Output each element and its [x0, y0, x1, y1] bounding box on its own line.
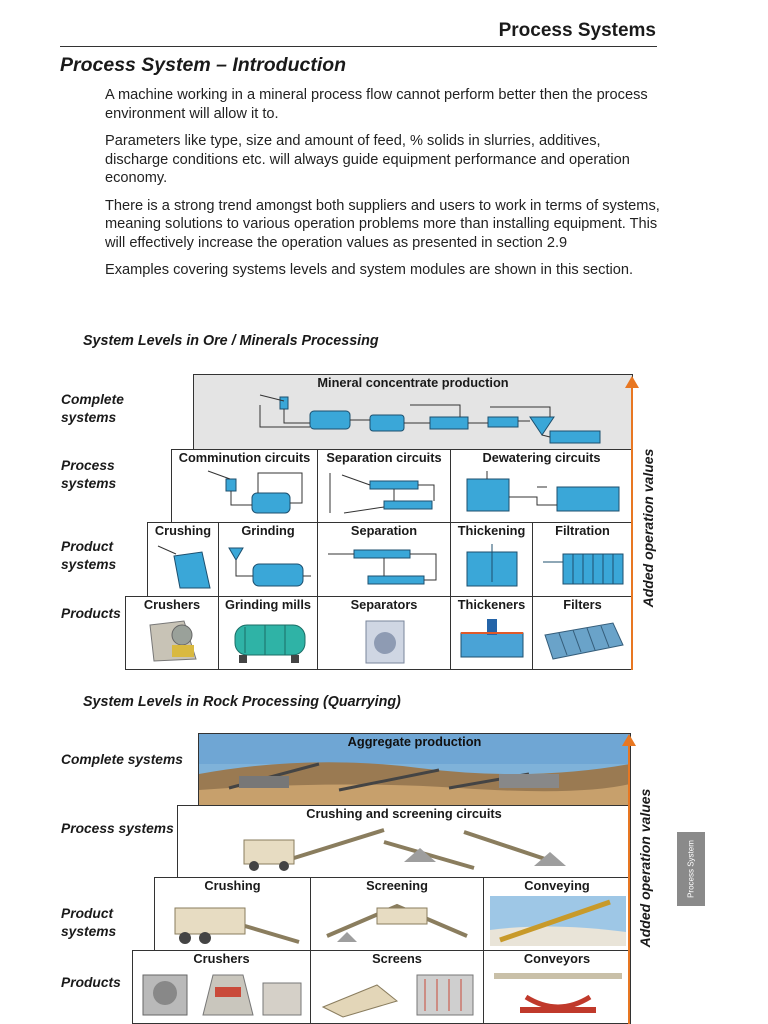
rock-level-complete: Complete systems	[61, 752, 183, 767]
rock-value-arrow	[628, 746, 630, 1024]
header-rule	[60, 46, 657, 47]
chapter-tab: Process System	[677, 832, 705, 906]
separation-circuit-icon	[329, 473, 435, 514]
grinding-mill-photo-icon	[234, 624, 306, 663]
rock-product-conveying: Conveying	[483, 877, 631, 951]
cell-label: Thickening	[457, 523, 526, 538]
ore-axis-label: Added operation values	[640, 448, 656, 608]
cell-label: Screens	[372, 951, 422, 966]
cell-label: Thickeners	[457, 597, 526, 612]
ore-complete-system: Mineral concentrate production	[193, 374, 633, 450]
ore-products-thickeners: Thickeners	[450, 596, 533, 670]
cell-label: Comminution circuits	[178, 450, 311, 465]
crushing-screening-circuit-icon	[243, 828, 566, 871]
ore-product-filtration: Filtration	[532, 522, 633, 597]
ore-complete-label: Mineral concentrate production	[317, 375, 509, 390]
ore-level-process: Process systems	[61, 458, 117, 491]
cell-label: Conveying	[524, 878, 590, 893]
screens-photo-icon	[321, 974, 474, 1018]
ore-products-filters: Filters	[532, 596, 633, 670]
cell-label: Crushers	[143, 597, 201, 612]
rock-products-screens: Screens	[310, 950, 484, 1024]
rock-level-products: Products	[61, 975, 121, 990]
ore-product-grinding: Grinding	[218, 522, 318, 597]
conveyors-photo-icon	[494, 973, 622, 1013]
filter-press-icon	[543, 553, 624, 585]
ore-level-product: Product systems	[61, 539, 117, 572]
cell-label: Crushing and screening circuits	[306, 806, 502, 821]
cell-label: Crushers	[193, 951, 250, 966]
cell-label: Separation circuits	[326, 450, 442, 465]
dewatering-circuit-icon	[466, 471, 620, 512]
conveyor-photo-icon	[490, 896, 626, 946]
grinding-mill-icon	[228, 547, 311, 587]
arrow-up-icon	[625, 376, 639, 388]
ore-product-separation: Separation	[317, 522, 451, 597]
rock-product-crushing: Crushing	[154, 877, 311, 951]
mobile-screen-icon	[326, 903, 468, 942]
jaw-crusher-icon	[157, 545, 211, 589]
separator-photo-icon	[365, 620, 405, 664]
comminution-circuit-icon	[207, 470, 303, 514]
cell-label: Dewatering circuits	[482, 450, 601, 465]
rock-product-screening: Screening	[310, 877, 484, 951]
ore-process-separation: Separation circuits	[317, 449, 451, 524]
cell-label: Filtration	[555, 523, 610, 538]
rock-level-product: Product systems	[61, 906, 117, 939]
ore-level-products: Products	[61, 606, 121, 621]
cell-label: Grinding	[241, 523, 295, 538]
chapter-tab-label: Process System	[686, 840, 696, 898]
rock-diagram-title: System Levels in Rock Processing (Quarry…	[83, 694, 401, 710]
paragraph: Parameters like type, size and amount of…	[105, 133, 630, 186]
rock-process-system: Crushing and screening circuits	[177, 805, 631, 879]
rock-axis-label: Added operation values	[637, 788, 653, 948]
section-title: Process System – Introduction	[60, 54, 347, 76]
cell-label: Separators	[350, 597, 418, 612]
paragraph: A machine working in a mineral process f…	[105, 87, 648, 122]
cell-label: Grinding mills	[224, 597, 312, 612]
ore-diagram-title: System Levels in Ore / Minerals Processi…	[83, 333, 379, 349]
ore-level-complete: Complete systems	[61, 392, 124, 425]
thickener-icon	[466, 544, 518, 587]
rock-level-process: Process systems	[61, 821, 174, 836]
thickener-photo-icon	[460, 619, 524, 658]
ore-value-arrow	[631, 388, 633, 670]
cell-label: Screening	[366, 878, 428, 893]
ore-process-dewatering: Dewatering circuits	[450, 449, 633, 524]
cell-label: Crushing	[154, 523, 212, 538]
rock-complete-system: Aggregate production	[198, 733, 631, 806]
paragraph: There is a strong trend amongst both sup…	[105, 197, 660, 251]
filter-photo-icon	[544, 622, 624, 660]
paragraph: Examples covering systems levels and sys…	[105, 262, 634, 278]
cell-label: Conveyors	[523, 951, 591, 966]
arrow-up-icon	[622, 734, 636, 746]
cell-label: Filters	[563, 597, 602, 612]
rock-products-crushers: Crushers	[132, 950, 311, 1024]
ore-process-comminution: Comminution circuits	[171, 449, 318, 524]
rock-products-conveyors: Conveyors	[483, 950, 631, 1024]
ore-products-grinding-mills: Grinding mills	[218, 596, 318, 670]
cell-label: Crushing	[204, 878, 261, 893]
mobile-crusher-icon	[174, 907, 300, 944]
quarry-photo-icon	[199, 734, 630, 805]
ore-products-separators: Separators	[317, 596, 451, 670]
ore-products-crushers: Crushers	[125, 596, 219, 670]
cell-label: Separation	[350, 523, 418, 538]
rock-complete-label: Aggregate production	[347, 734, 482, 749]
ore-product-crushing: Crushing	[147, 522, 219, 597]
ore-product-thickening: Thickening	[450, 522, 533, 597]
flowsheet-icon	[259, 394, 601, 444]
running-header: Process Systems	[498, 20, 656, 41]
intro-text: A machine working in a mineral process f…	[105, 86, 665, 289]
crusher-photo-icon	[149, 620, 197, 662]
crushers-photo-icon	[142, 974, 302, 1016]
separator-icon	[328, 549, 437, 585]
